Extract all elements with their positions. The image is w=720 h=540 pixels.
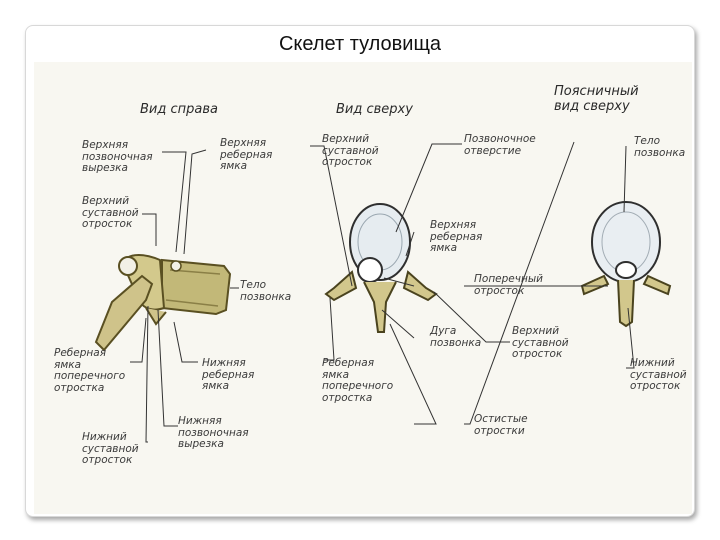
vertebra-figure: Вид справа Вид сверху Поясничный вид све… bbox=[34, 62, 692, 514]
label-upper-costal-fovea: Верхняя реберная ямка bbox=[220, 137, 273, 172]
label-transverse-process: Поперечный отросток bbox=[474, 273, 543, 297]
leader-lines bbox=[130, 141, 635, 443]
label-lumbar-vertebral-body: Тело позвонка bbox=[634, 135, 686, 159]
label-vertebral-body: Тело позвонка bbox=[240, 279, 292, 303]
label-top-transverse-costal-fovea: Реберная ямка поперечного отростка bbox=[322, 357, 394, 404]
label-spinous-processes: Остистые отростки bbox=[474, 413, 528, 437]
label-top-upper-articular-process: Верхний суставной отросток bbox=[322, 133, 379, 168]
label-upper-articular-process: Верхний суставной отросток bbox=[82, 195, 139, 230]
view-top-header: Вид сверху bbox=[336, 102, 413, 117]
side-view-vertebra bbox=[94, 254, 232, 352]
view-right-header: Вид справа bbox=[140, 102, 218, 117]
lumbar-vertebra bbox=[580, 201, 672, 328]
label-vertebral-foramen: Позвоночное отверстие bbox=[464, 133, 536, 157]
slide-title: Скелет туловища bbox=[278, 33, 442, 55]
label-lower-articular-process: Нижний суставной отросток bbox=[82, 431, 139, 466]
label-lumbar-upper-articular-process: Верхний суставной отросток bbox=[512, 325, 569, 360]
top-view-vertebra bbox=[324, 203, 438, 333]
label-lower-vertebral-notch: Нижняя позвоночная вырезка bbox=[178, 415, 249, 450]
label-upper-vertebral-notch: Верхняя позвоночная вырезка bbox=[82, 139, 153, 174]
label-lumbar-lower-articular-process: Нижний суставной отросток bbox=[630, 357, 687, 392]
label-transverse-costal-fovea: Реберная ямка поперечного отростка bbox=[54, 347, 126, 394]
label-lower-costal-fovea: Нижняя реберная ямка bbox=[202, 357, 255, 392]
label-vertebral-arch: Дуга позвонка bbox=[430, 325, 482, 349]
vertebra-drawing bbox=[94, 141, 672, 443]
view-lumbar-header: Поясничный вид сверху bbox=[554, 84, 639, 114]
label-top-upper-costal-fovea: Верхняя реберная ямка bbox=[430, 219, 483, 254]
